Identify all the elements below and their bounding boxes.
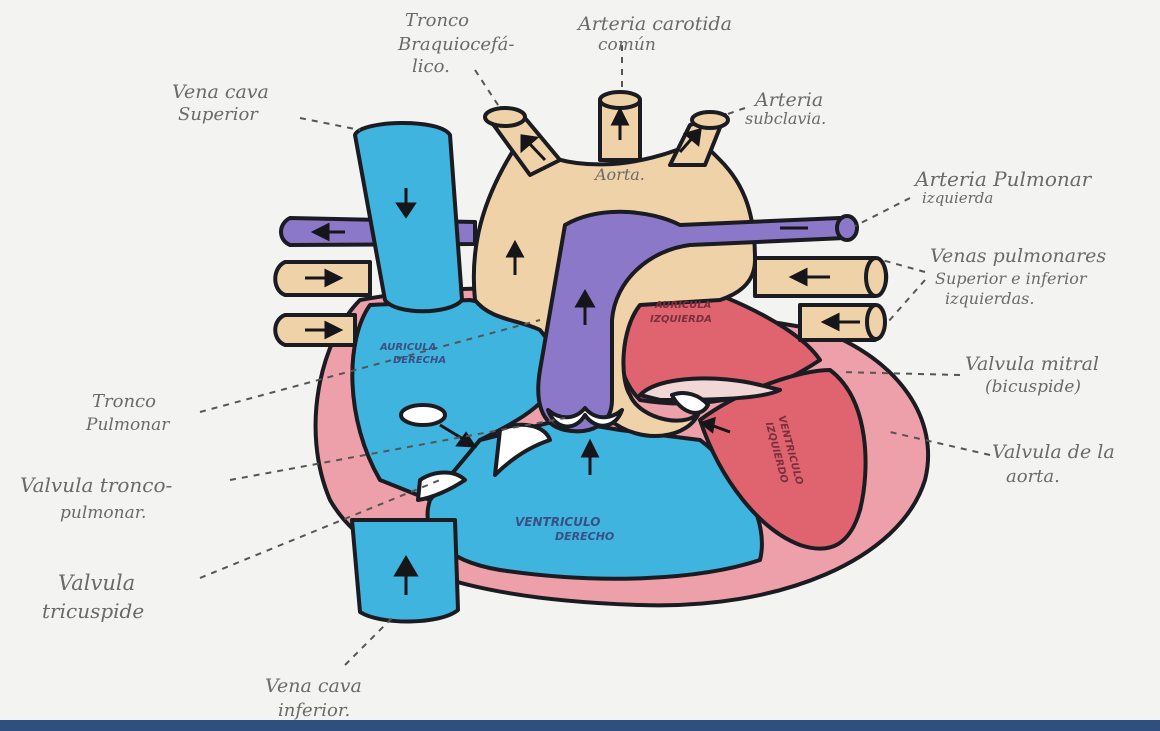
label-venas-pulmonares: Venas pulmonares Superior e inferior izq… — [930, 245, 1106, 308]
svg-text:izquierdas.: izquierdas. — [945, 289, 1034, 308]
svg-text:DERECHO: DERECHO — [555, 530, 614, 543]
label-valvula-tricuspide: Valvula tricuspide — [42, 571, 144, 623]
label-tronco-pulmonar: Tronco Pulmonar — [85, 391, 170, 435]
leader-venas-pulm-b — [888, 280, 925, 322]
left-pulmonary-vein-inferior-end — [867, 305, 885, 339]
svg-text:AURICULA: AURICULA — [379, 342, 436, 353]
svg-text:Venas pulmonares: Venas pulmonares — [930, 245, 1106, 267]
svg-text:Valvula de la: Valvula de la — [992, 441, 1115, 463]
svg-text:Superior: Superior — [178, 104, 259, 125]
svg-text:Arteria Pulmonar: Arteria Pulmonar — [913, 167, 1093, 191]
svg-text:aorta.: aorta. — [1006, 466, 1060, 487]
svg-text:AURICULA: AURICULA — [654, 300, 711, 311]
svg-text:VENTRICULO: VENTRICULO — [515, 515, 600, 529]
coronary-sinus-opening — [401, 405, 445, 425]
svg-text:común: común — [598, 35, 656, 55]
label-arteria-subclavia: Arteria subclavia. — [745, 89, 826, 128]
svg-text:Tronco: Tronco — [405, 10, 469, 31]
svg-text:Superior e inferior: Superior e inferior — [935, 269, 1088, 288]
svg-text:inferior.: inferior. — [278, 700, 350, 720]
label-valvula-aorta: Valvula de la aorta. — [992, 441, 1115, 487]
label-aorta: Aorta. — [593, 165, 645, 184]
svg-text:Tronco: Tronco — [92, 391, 156, 412]
carotid-opening — [600, 92, 640, 108]
svg-text:Valvula mitral: Valvula mitral — [965, 353, 1099, 375]
label-arteria-carotida: Arteria carotida común — [576, 13, 732, 55]
label-valvula-tronco-pulmonar: Valvula tronco- pulmonar. — [20, 473, 173, 523]
bottom-border-bar — [0, 720, 1160, 731]
svg-text:Valvula: Valvula — [58, 571, 135, 595]
brachiocephalic-opening — [485, 108, 525, 126]
svg-text:izquierda: izquierda — [922, 189, 993, 207]
svg-text:Pulmonar: Pulmonar — [85, 415, 170, 435]
svg-text:subclavia.: subclavia. — [745, 109, 826, 128]
label-tronco-braquiocefalico: Tronco Braquiocefá- lico. — [397, 10, 514, 77]
leader-vena-cava-inf — [345, 615, 395, 665]
svg-text:Vena cava: Vena cava — [172, 81, 269, 103]
label-valvula-mitral: Valvula mitral (bicuspide) — [965, 353, 1099, 397]
svg-text:Braquiocefá-: Braquiocefá- — [397, 34, 514, 55]
label-vena-cava-inferior: Vena cava inferior. — [265, 675, 362, 720]
leader-art-pulm-izq — [855, 198, 910, 226]
svg-text:lico.: lico. — [412, 56, 450, 77]
svg-text:(bicuspide): (bicuspide) — [985, 377, 1081, 397]
svg-text:Arteria carotida: Arteria carotida — [576, 13, 732, 35]
svg-text:pulmonar.: pulmonar. — [60, 503, 146, 523]
svg-text:IZQUIERDA: IZQUIERDA — [650, 314, 712, 325]
label-arteria-pulmonar-izquierda: Arteria Pulmonar izquierda — [913, 167, 1093, 207]
subclavian-opening — [692, 112, 728, 128]
svg-text:Arteria: Arteria — [753, 89, 823, 111]
leader-vena-cava-sup — [300, 118, 360, 130]
label-vena-cava-superior: Vena cava Superior — [172, 81, 269, 125]
left-pulmonary-vein-superior-end — [866, 258, 886, 296]
svg-text:Vena cava: Vena cava — [265, 675, 362, 697]
leader-tronco-braq — [475, 70, 500, 108]
left-pulmonary-artery-end — [837, 216, 857, 240]
svg-text:tricuspide: tricuspide — [42, 599, 144, 623]
svg-text:Valvula tronco-: Valvula tronco- — [20, 473, 173, 497]
leader-venas-pulm-a — [882, 260, 925, 272]
svg-text:DERECHA: DERECHA — [393, 355, 446, 366]
